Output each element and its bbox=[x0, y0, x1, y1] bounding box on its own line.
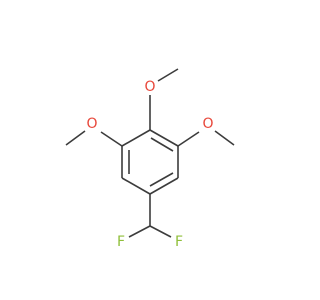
bond-ring-c1-c2-inner bbox=[150, 137, 174, 152]
bond-ring-c3-c4 bbox=[149, 177, 179, 195]
oxygen-top-label: O bbox=[144, 79, 155, 95]
bond-c6-o-left bbox=[100, 131, 123, 147]
bond-o-right-ch3 bbox=[214, 130, 235, 146]
bond-ring-c4-c5 bbox=[121, 177, 151, 195]
bond-layer bbox=[65, 68, 235, 238]
bond-c-f-right bbox=[149, 225, 172, 238]
bond-o-left-ch3 bbox=[65, 130, 86, 146]
bond-o-top-ch3 bbox=[157, 68, 179, 82]
atom-label-layer: O O O F F bbox=[86, 79, 213, 250]
fluorine-right-label: F bbox=[175, 234, 183, 250]
fluorine-left-label: F bbox=[117, 234, 125, 250]
bond-ring-c3-c4-inner bbox=[149, 172, 174, 187]
bond-c2-o-right bbox=[177, 131, 200, 147]
molecule-canvas: O O O F F bbox=[65, 68, 235, 250]
bond-ring-c6-c1 bbox=[121, 129, 151, 147]
bond-ring-c1-c2 bbox=[149, 129, 179, 147]
bond-c-f-left bbox=[128, 225, 151, 238]
oxygen-right-label: O bbox=[202, 116, 213, 132]
structure-diagram: O O O F F bbox=[65, 68, 235, 250]
oxygen-left-label: O bbox=[86, 116, 97, 132]
